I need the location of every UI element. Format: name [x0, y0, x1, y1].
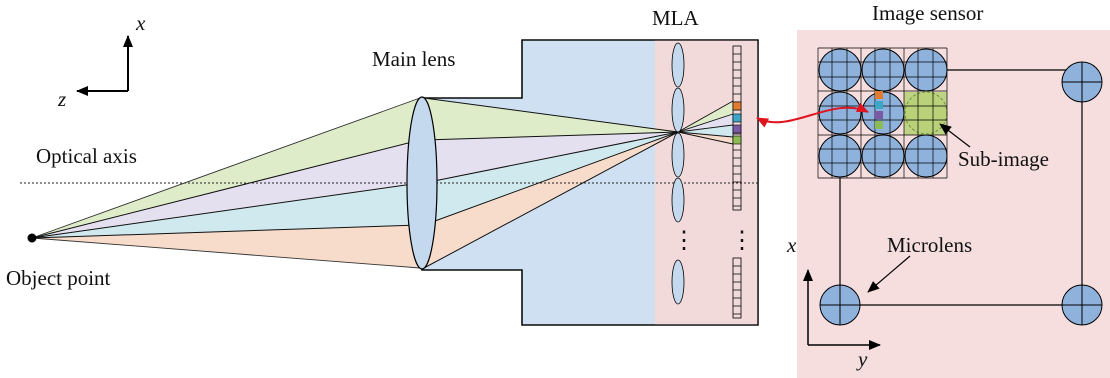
mla-ellipsis: ⋮	[672, 228, 696, 254]
main-lens-label: Main lens	[372, 47, 455, 71]
sensor-frame	[839, 69, 1083, 306]
highlighted-pixels	[732, 101, 742, 145]
corner-microlenses	[819, 61, 1103, 326]
sensor-axis-y-label: y	[856, 347, 868, 371]
microlens-pointer	[867, 255, 911, 293]
object-point	[27, 233, 37, 243]
microlens-label: Microlens	[887, 233, 972, 257]
axis-x-label: x	[135, 11, 146, 35]
sensor-axes: x y	[786, 233, 881, 371]
mla-region	[655, 40, 758, 325]
coordinate-axes: x z	[57, 11, 146, 111]
object-point-label: Object point	[6, 266, 111, 290]
image-ray-cones	[423, 97, 734, 269]
main-lens	[406, 96, 438, 270]
mla-label: MLA	[652, 6, 700, 30]
sensor-axis-x-label: x	[786, 233, 797, 257]
microlens-array	[671, 42, 685, 305]
strip-ellipsis: ⋮	[730, 228, 754, 254]
sub-image-label: Sub-image	[958, 147, 1049, 171]
correspondence-arrow	[756, 102, 869, 128]
axis-z-label: z	[57, 87, 66, 111]
sub-image-pointer	[939, 123, 971, 148]
image-sensor-label: Image sensor	[872, 1, 983, 25]
object-ray-cones	[31, 97, 421, 269]
optical-axis-label: Optical axis	[36, 144, 137, 168]
microlens-grid	[817, 47, 948, 179]
